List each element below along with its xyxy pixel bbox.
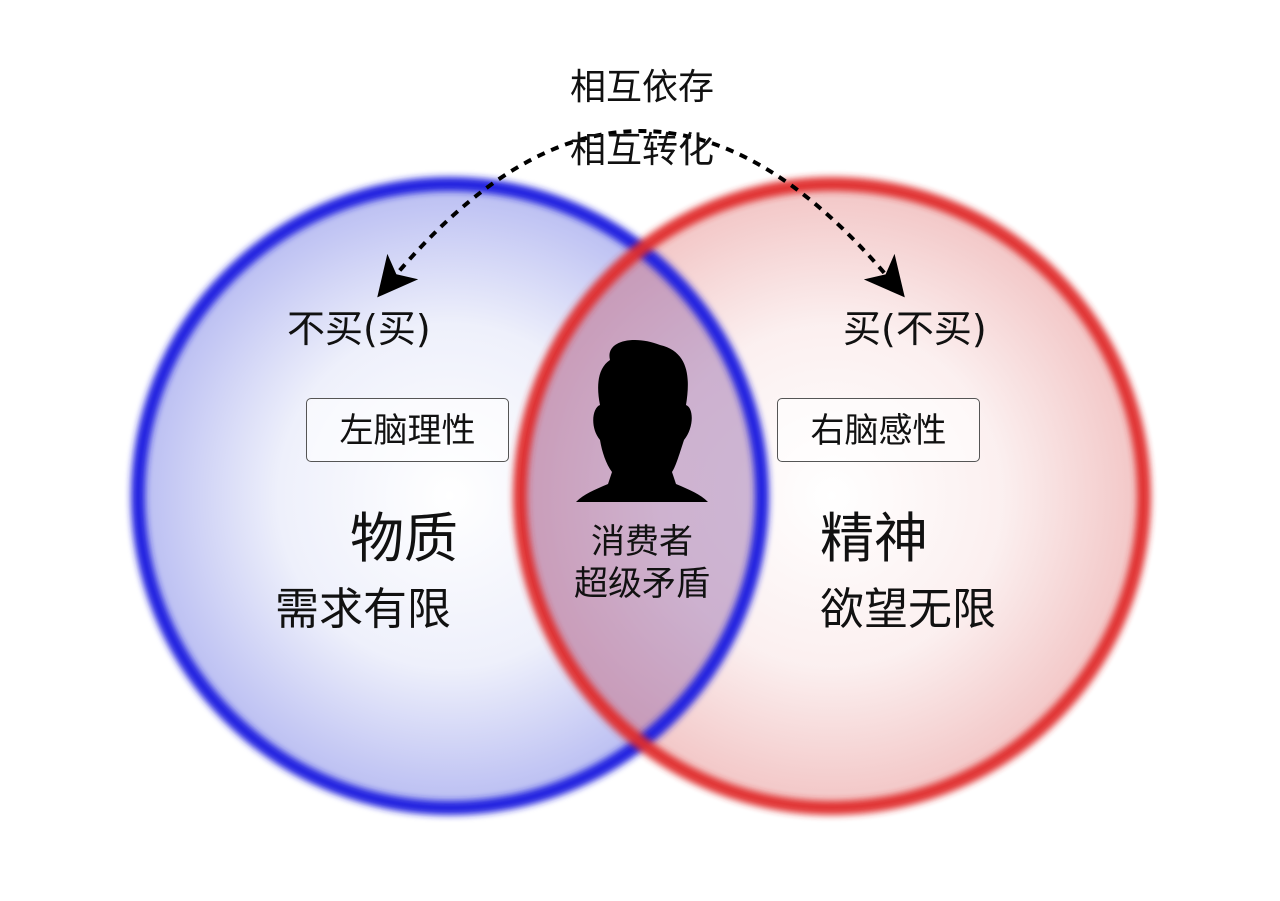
- center-label-contradiction: 超级矛盾: [574, 564, 710, 604]
- left-brain-box: 左脑理性: [306, 398, 509, 462]
- right-title: 精神: [820, 507, 928, 570]
- top-label-interdependent: 相互依存: [569, 67, 714, 108]
- right-buy-label: 买(不买): [843, 307, 987, 351]
- overlap-region: [520, 184, 762, 808]
- person-silhouette-icon: [576, 340, 708, 502]
- left-subtitle: 需求有限: [275, 584, 451, 635]
- left-circle-ring: [131, 177, 769, 815]
- left-buy-label: 不买(买): [287, 307, 431, 351]
- center-label-consumer: 消费者: [591, 522, 693, 562]
- top-label-transform: 相互转化: [569, 130, 714, 171]
- right-brain-box: 右脑感性: [777, 398, 980, 462]
- double-headed-dashed-arrow-icon: [377, 129, 905, 298]
- right-circle-ring: [513, 177, 1151, 815]
- right-circle-fill: [520, 184, 1144, 808]
- right-subtitle: 欲望无限: [820, 584, 996, 635]
- left-title: 物质: [350, 507, 458, 570]
